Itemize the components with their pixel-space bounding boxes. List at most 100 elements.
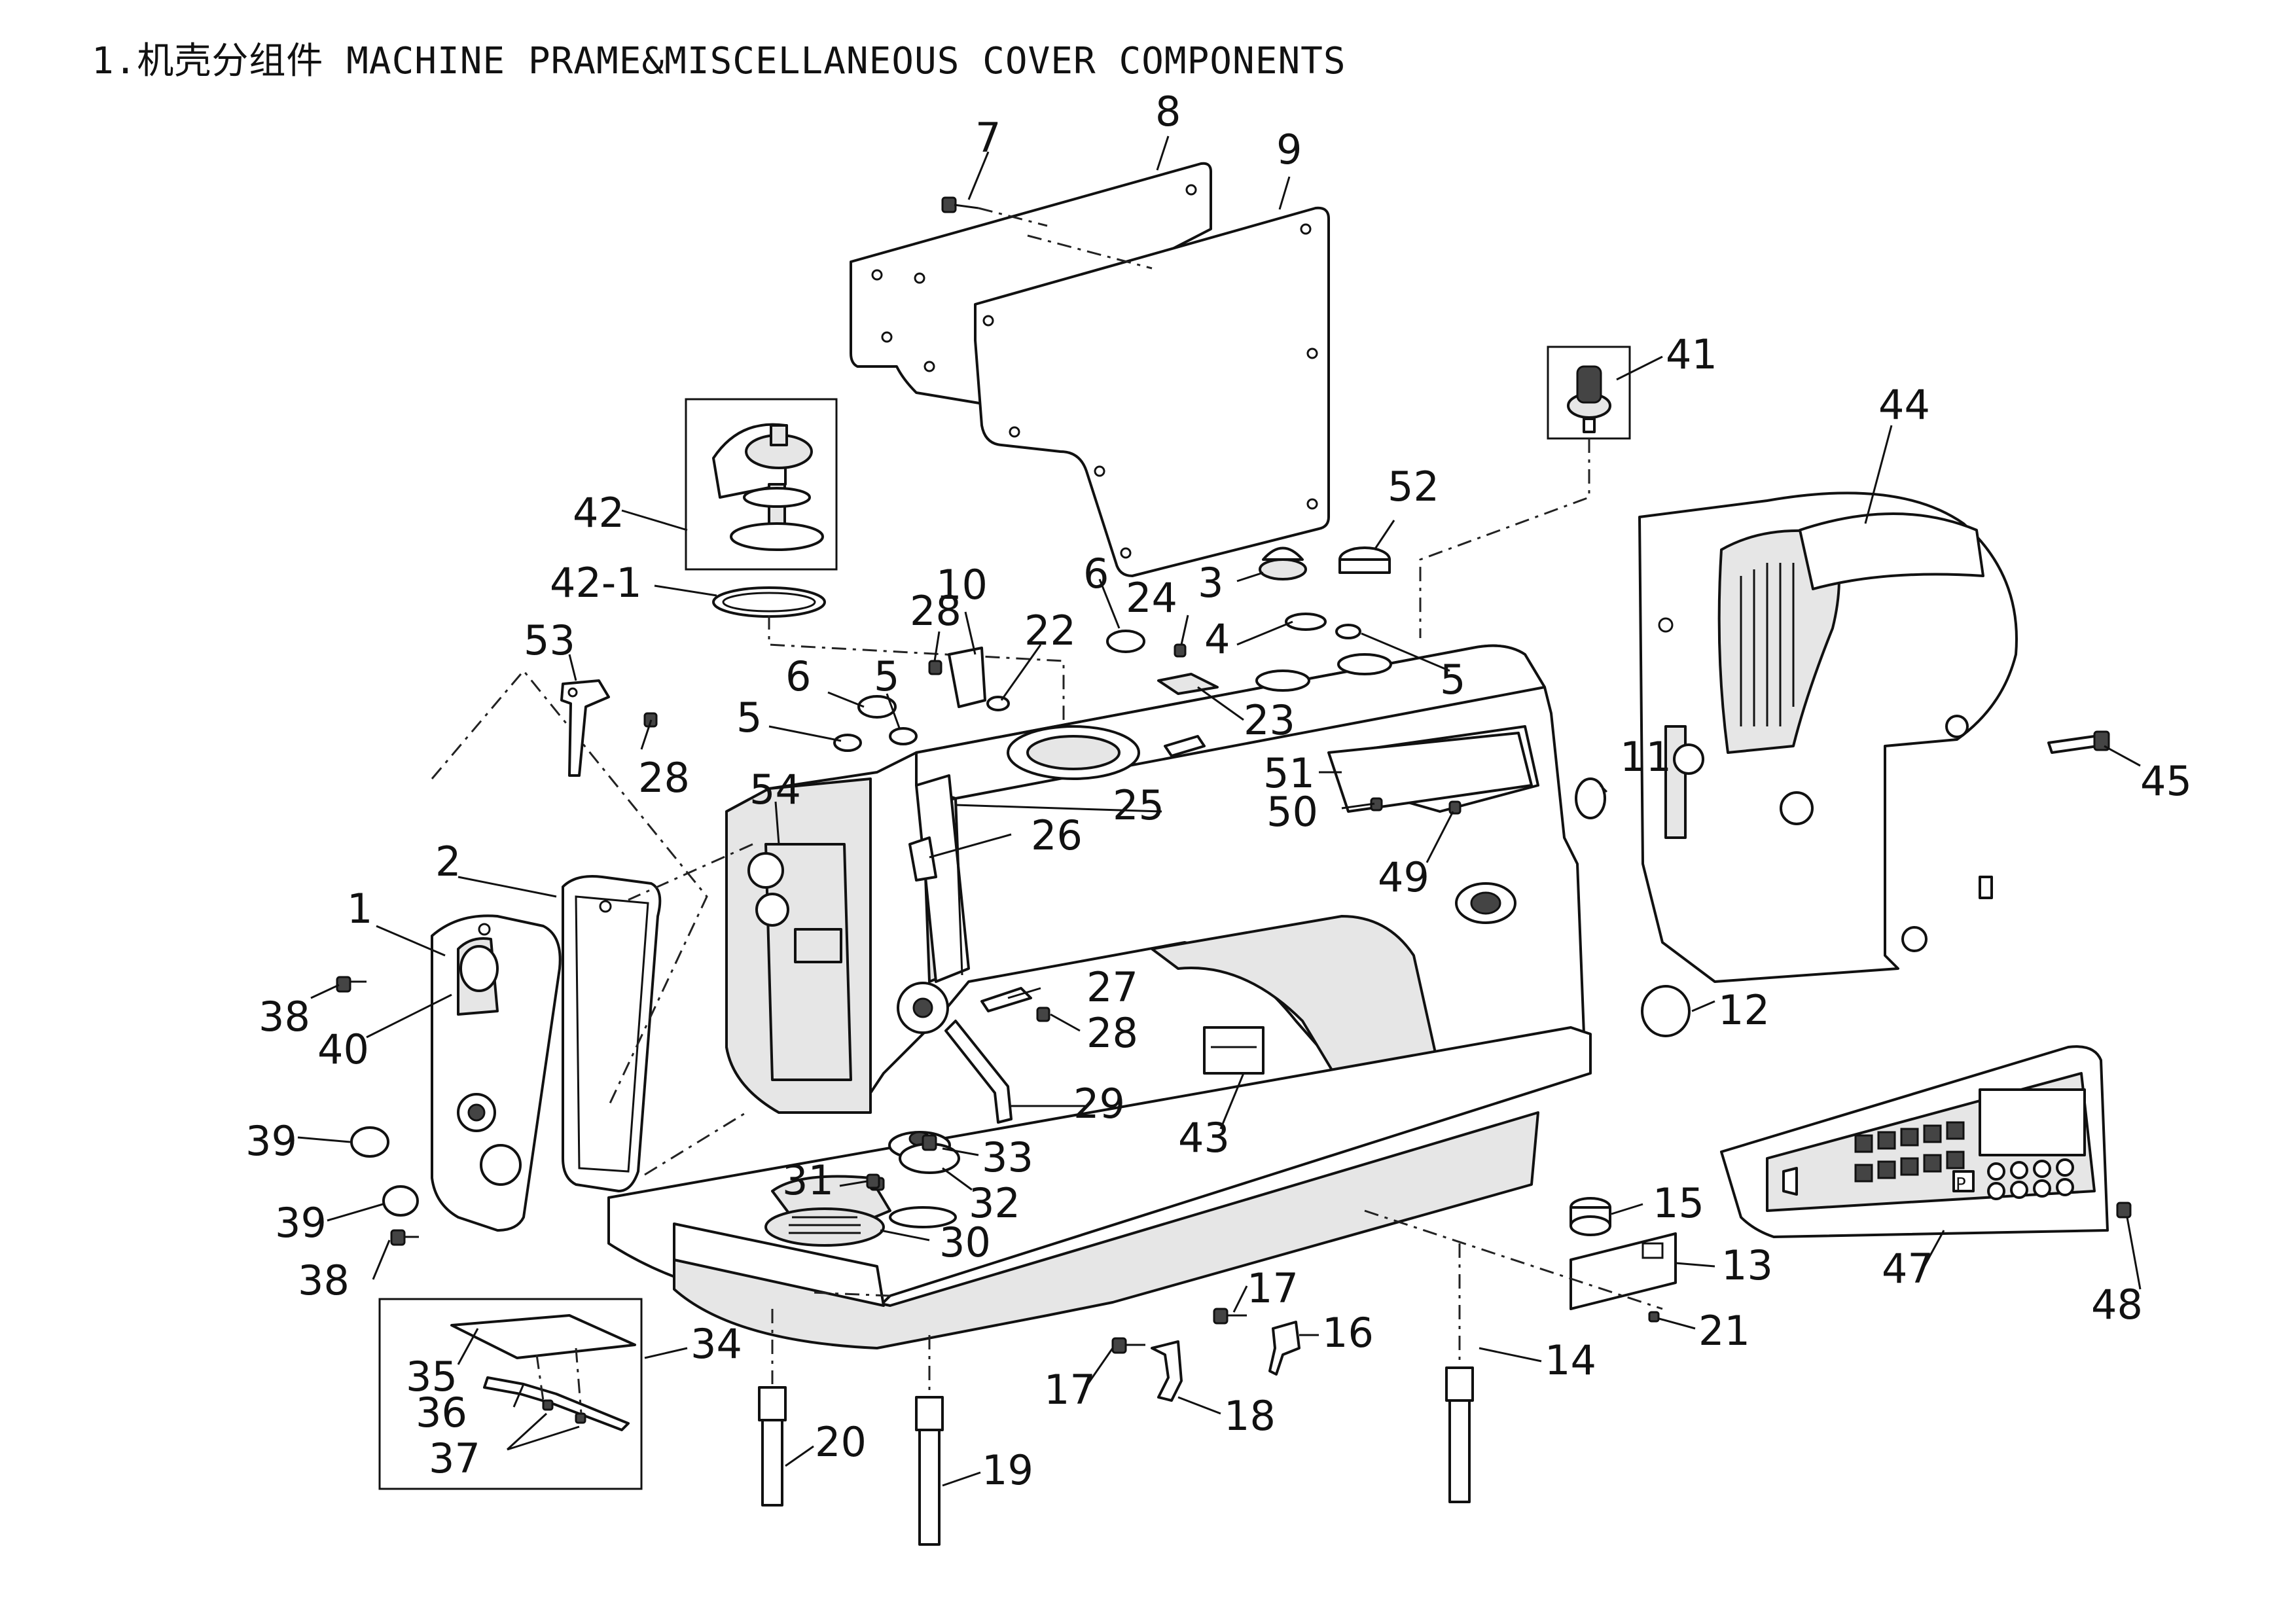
screw-17b (1111, 1337, 1145, 1354)
callout-28-mid: 28 (1086, 1009, 1138, 1057)
callout-44: 44 (1878, 381, 1930, 429)
callout-7: 7 (975, 114, 1001, 162)
callout-20: 20 (815, 1418, 867, 1466)
callout-39-bottom: 39 (275, 1199, 327, 1247)
page-title: 1.机壳分组件 MACHINE PRAME&MISCELLANEOUS COVE… (92, 40, 1346, 82)
callout-22: 22 (1024, 607, 1076, 654)
callout-4: 4 (1204, 615, 1230, 663)
callout-17-lower: 17 (1044, 1366, 1096, 1414)
callout-30: 30 (939, 1219, 991, 1266)
callout-26: 26 (1031, 812, 1083, 859)
screw-48 (2116, 1202, 2132, 1219)
oil-cap-52 (1338, 546, 1391, 574)
handwheel-cover-44 (1638, 491, 2018, 983)
plug-5a (833, 734, 862, 752)
screw-7 (941, 196, 979, 213)
callout-38-top: 38 (259, 993, 310, 1041)
callout-36: 36 (416, 1389, 467, 1436)
cover-51 (1327, 732, 1533, 813)
callout-14: 14 (1545, 1336, 1596, 1384)
screw-49 (1448, 800, 1462, 815)
bracket-16 (1268, 1321, 1300, 1376)
screw-28c (1036, 1007, 1050, 1022)
callout-50: 50 (1266, 788, 1318, 836)
control-panel-47: P (1720, 1045, 2109, 1238)
callout-16: 16 (1322, 1309, 1374, 1357)
rubber-cap-39a (350, 1126, 389, 1158)
callout-5-right: 5 (1440, 656, 1465, 704)
callout-8: 8 (1155, 88, 1181, 135)
callout-37: 37 (429, 1435, 480, 1482)
o-ring-42-1 (712, 586, 826, 618)
callout-54: 54 (749, 766, 801, 813)
callout-42-1: 42-1 (550, 559, 642, 607)
callout-33: 33 (982, 1133, 1033, 1181)
callout-19: 19 (982, 1446, 1033, 1494)
callout-9: 9 (1276, 126, 1302, 173)
callout-5-mid: 5 (874, 652, 899, 700)
hinge-cap-33 (899, 1134, 960, 1174)
callout-3: 3 (1198, 559, 1223, 607)
callout-24: 24 (1126, 574, 1177, 622)
callout-2: 2 (435, 838, 461, 885)
rubber-plug-12 (1641, 985, 1691, 1037)
callout-32: 32 (969, 1179, 1020, 1227)
screw-28b (928, 660, 942, 675)
p-key-label: P (1956, 1175, 1966, 1194)
callout-29: 29 (1073, 1080, 1125, 1128)
callout-39-top: 39 (245, 1117, 297, 1165)
callout-5-left: 5 (736, 694, 762, 741)
bracket-10 (948, 647, 986, 708)
callout-27: 27 (1086, 963, 1138, 1011)
callout-6-top: 6 (1083, 550, 1109, 597)
rubber-plug-6a (1106, 630, 1145, 653)
callout-18: 18 (1224, 1392, 1276, 1440)
washer-4 (1285, 613, 1327, 631)
callout-6-mid: 6 (785, 652, 811, 700)
callout-31: 31 (782, 1156, 834, 1204)
face-plate-1 (431, 914, 562, 1232)
face-plate-gasket-2 (562, 875, 662, 1192)
callout-25: 25 (1113, 781, 1164, 829)
callout-34: 34 (691, 1320, 742, 1368)
screw-24 (1174, 643, 1187, 658)
callout-51: 51 (1263, 749, 1315, 797)
screw-21 (1648, 1311, 1660, 1323)
screw-17a (1213, 1308, 1247, 1325)
callout-43: 43 (1178, 1114, 1230, 1162)
bracket-18 (1151, 1340, 1183, 1402)
callout-38-bottom: 38 (298, 1257, 350, 1304)
callout-11: 11 (1620, 733, 1672, 781)
oil-plate-23 (1157, 673, 1219, 695)
lever-29 (944, 1020, 1013, 1124)
screw-38b (390, 1229, 419, 1246)
callout-40: 40 (317, 1026, 369, 1073)
callout-10: 10 (936, 561, 988, 609)
callout-21: 21 (1698, 1307, 1750, 1355)
leg-14 (1445, 1366, 1474, 1503)
thread-take-up-cover-25 (915, 774, 970, 983)
callout-49: 49 (1378, 853, 1429, 901)
thread-guide-53 (560, 679, 610, 777)
top-cover-plate-8 (850, 162, 1212, 407)
callout-41: 41 (1666, 330, 1717, 378)
p-key (1952, 1170, 1975, 1192)
thread-guide-26 (908, 836, 937, 882)
top-cover-plate-9 (974, 206, 1330, 577)
screw-38a (336, 976, 367, 993)
leg-19 (915, 1396, 944, 1546)
rubber-plug-6b (857, 695, 897, 719)
callout-35: 35 (406, 1353, 457, 1400)
plate-13 (1570, 1232, 1677, 1310)
speed-knob-41 (1547, 346, 1631, 440)
callout-47: 47 (1882, 1245, 1933, 1293)
screw-31 (866, 1173, 880, 1189)
machine-arm (725, 644, 1585, 1114)
callout-15: 15 (1653, 1179, 1704, 1227)
rubber-plug-11 (1575, 777, 1606, 819)
callout-28-left: 28 (638, 754, 690, 802)
callout-23: 23 (1244, 696, 1295, 744)
callout-48: 48 (2091, 1281, 2143, 1329)
thread-guide-3 (1259, 546, 1307, 580)
